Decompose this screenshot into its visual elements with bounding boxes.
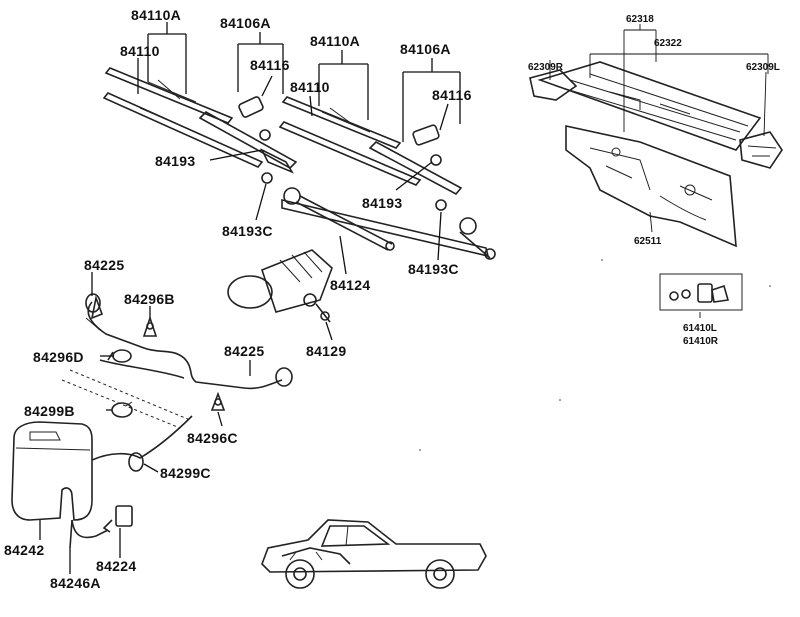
washer-clip-b xyxy=(142,315,158,337)
label-84299C: 84299C xyxy=(160,465,211,481)
nut-cap-right xyxy=(261,172,273,184)
wiper-linkage xyxy=(281,187,496,260)
cowl-bracket-left xyxy=(739,131,783,169)
washer-tank xyxy=(11,421,93,521)
label-62309L: 62309L xyxy=(746,62,780,73)
label-84193C-left: 84193C xyxy=(408,261,459,277)
washer-hose-upper xyxy=(85,293,293,390)
label-84246A: 84246A xyxy=(50,575,101,591)
wiper-blade-assembly-right xyxy=(102,67,264,168)
label-62309R: 62309R xyxy=(528,62,564,73)
label-84296C: 84296C xyxy=(187,430,238,446)
label-62322: 62322 xyxy=(654,38,682,49)
washer-hose-tank-feed xyxy=(91,415,193,461)
label-84110A-left: 84110A xyxy=(310,33,360,49)
label-84296D: 84296D xyxy=(33,349,84,365)
label-62318: 62318 xyxy=(626,14,654,25)
label-62511: 62511 xyxy=(634,236,662,247)
label-84116-right: 84116 xyxy=(250,57,290,73)
wiper-arm-right xyxy=(198,96,298,174)
washer-clamp-b xyxy=(111,401,133,418)
label-84193-right: 84193 xyxy=(155,153,195,169)
label-84225-lower: 84225 xyxy=(224,343,264,359)
label-84224: 84224 xyxy=(96,558,136,574)
label-84124: 84124 xyxy=(330,277,370,293)
label-84193-left: 84193 xyxy=(362,195,402,211)
wiper-motor xyxy=(227,249,333,323)
wiper-arm-left xyxy=(368,124,463,196)
label-84296B: 84296B xyxy=(124,291,175,307)
label-84110-right: 84110 xyxy=(120,43,160,59)
label-61410L: 61410L xyxy=(683,323,717,334)
label-61410R: 61410R xyxy=(683,336,719,347)
label-84242: 84242 xyxy=(4,542,44,558)
label-84110A-right: 84110A xyxy=(131,7,181,23)
label-84299B: 84299B xyxy=(24,403,75,419)
leader-lines xyxy=(39,22,769,574)
washer-clamp-c xyxy=(128,452,144,472)
label-84106A-right: 84106A xyxy=(220,15,271,31)
washer-hose-lower xyxy=(61,359,191,429)
dash-panel xyxy=(565,125,737,248)
washer-clip-c xyxy=(210,391,226,411)
nut-cap-left xyxy=(435,199,447,211)
scan-specks xyxy=(419,259,771,451)
washer-pump xyxy=(71,505,133,539)
label-84110-left: 84110 xyxy=(290,79,330,95)
hood-latch-inset xyxy=(659,273,743,311)
washer-pump-hose xyxy=(69,519,73,549)
label-84106A-left: 84106A xyxy=(400,41,451,57)
cowl-top-panel xyxy=(537,61,762,151)
part-labels: 84110A 84110 84106A 84116 84110A 84106A … xyxy=(4,7,780,591)
label-84116-left: 84116 xyxy=(432,87,472,103)
label-84193C-right: 84193C xyxy=(222,223,273,239)
label-84129: 84129 xyxy=(306,343,346,359)
label-84225-upper: 84225 xyxy=(84,257,124,273)
cowl-bracket-right xyxy=(529,69,578,101)
wiper-blade-assembly-left xyxy=(278,96,422,186)
truck-locator-illustration xyxy=(261,519,487,589)
